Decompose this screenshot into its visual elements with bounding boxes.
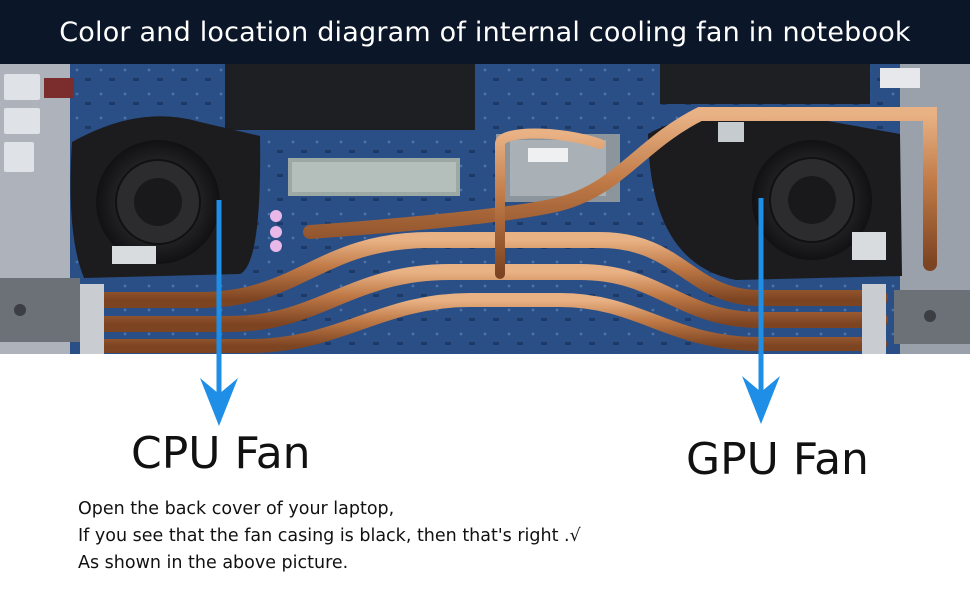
title-bar: Color and location diagram of internal c… — [0, 0, 970, 64]
instruction-line: As shown in the above picture. — [78, 553, 349, 573]
page-title: Color and location diagram of internal c… — [59, 16, 911, 48]
gpu-fan-label: GPU Fan — [686, 434, 869, 485]
cpu-fan-arrow-icon — [200, 200, 238, 426]
instruction-line: If you see that the fan casing is black,… — [78, 526, 581, 546]
cpu-fan-housing — [70, 116, 261, 278]
laptop-internals-illustration — [0, 64, 970, 360]
black-module — [225, 64, 475, 130]
instructions-block: Open the back cover of your laptop, If y… — [78, 496, 581, 577]
heat-pipes — [84, 107, 937, 353]
laptop-internals-photo — [0, 64, 970, 360]
gpu-fan-arrow-icon — [742, 198, 780, 424]
instruction-line: Open the back cover of your laptop, — [78, 499, 395, 519]
gpu-fan-housing — [648, 112, 902, 280]
cpu-fan-label: CPU Fan — [131, 428, 311, 479]
